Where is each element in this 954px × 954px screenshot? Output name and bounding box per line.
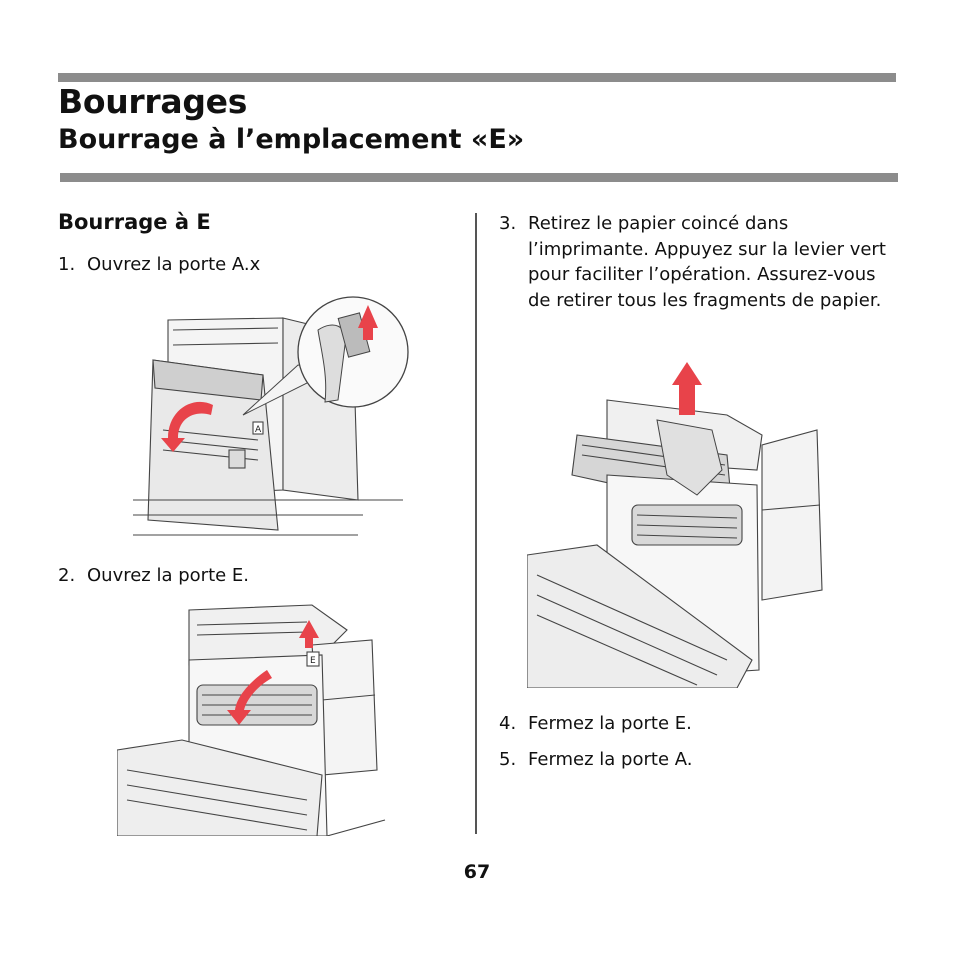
door-label-a: A xyxy=(255,425,262,435)
step-number: 3. xyxy=(499,213,517,234)
step-text: Ouvrez la porte A.x xyxy=(87,254,261,275)
header-rule-top xyxy=(58,73,896,82)
step-text: Retirez le papier coincé dans l’impriman… xyxy=(528,213,886,311)
step-text: Fermez la porte A. xyxy=(528,749,693,770)
step-text: Fermez la porte E. xyxy=(528,713,692,734)
header-rule-bottom xyxy=(60,173,898,182)
up-arrow-icon xyxy=(358,305,378,340)
column-divider xyxy=(475,213,477,834)
step-number: 2. xyxy=(58,565,76,586)
jammed-paper xyxy=(656,419,723,496)
door-label-e: E xyxy=(310,656,316,666)
step-1: 1. Ouvrez la porte A.x xyxy=(58,252,458,278)
step-number: 1. xyxy=(58,254,76,275)
section-heading: Bourrage à E xyxy=(58,210,211,234)
illustration-open-door-a: A xyxy=(133,296,409,536)
step-5: 5. Fermez la porte A. xyxy=(499,747,899,773)
page-title: Bourrages xyxy=(58,82,248,121)
step-3: 3. Retirez le papier coincé dans l’impri… xyxy=(499,211,899,313)
curved-arrow-icon xyxy=(161,401,213,452)
up-arrow-icon xyxy=(299,620,319,648)
illustration-open-door-e: E xyxy=(117,604,386,836)
curved-arrow-icon xyxy=(227,670,272,725)
step-2: 2. Ouvrez la porte E. xyxy=(58,563,458,589)
step-number: 4. xyxy=(499,713,517,734)
page-number: 67 xyxy=(463,861,491,883)
illustration-remove-paper xyxy=(527,362,823,688)
step-text: Ouvrez la porte E. xyxy=(87,565,250,586)
step-number: 5. xyxy=(499,749,517,770)
up-arrow-icon xyxy=(672,362,702,415)
step-4: 4. Fermez la porte E. xyxy=(499,711,899,737)
page-subtitle: Bourrage à l’emplacement «E» xyxy=(58,124,525,155)
